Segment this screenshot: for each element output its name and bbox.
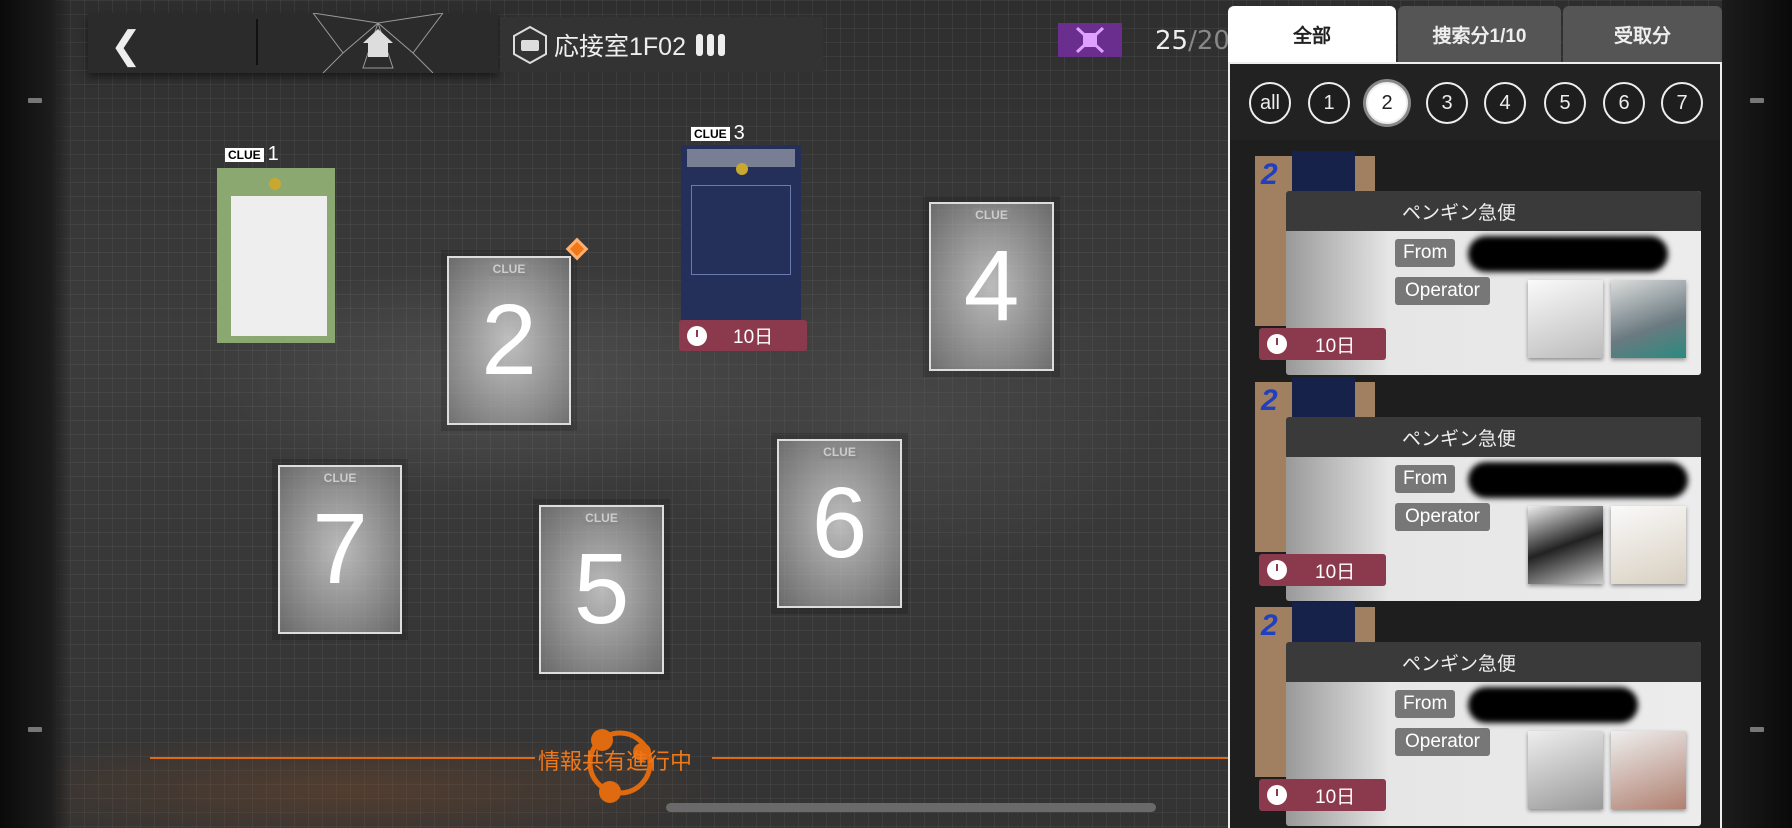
operator-portrait <box>1611 731 1686 809</box>
pin-icon <box>736 163 748 175</box>
redacted-name <box>1468 236 1668 272</box>
clue-list-item[interactable]: 2 ペンギン急便 From Operator 10日 <box>1230 151 1724 376</box>
blueprint-diagram <box>691 185 791 275</box>
power-level-icon <box>695 33 725 56</box>
drone-icon[interactable] <box>1058 23 1122 57</box>
filter-7[interactable]: 7 <box>1661 82 1703 124</box>
room-name: 応接室1F02 <box>554 32 686 61</box>
filter-6[interactable]: 6 <box>1603 82 1645 124</box>
clue-list-panel: all 1 2 3 4 5 6 7 2 ペンギン急便 From Operator… <box>1228 62 1722 828</box>
divider <box>256 19 258 65</box>
redacted-name <box>1468 687 1638 723</box>
operator-portrait <box>1528 731 1603 809</box>
drone-count: 25/20 <box>1155 26 1230 56</box>
clock-icon <box>687 325 707 346</box>
clock-icon <box>1267 334 1287 354</box>
share-network-icon <box>587 729 653 803</box>
clue-timer: 10日 <box>1259 554 1386 586</box>
clock-icon <box>1267 560 1287 580</box>
blueprint-header <box>687 149 795 167</box>
filter-3[interactable]: 3 <box>1426 82 1468 124</box>
sharing-status: 情報共有進行中 <box>538 749 693 774</box>
clue-timer: 10日 <box>1259 328 1386 360</box>
status-line <box>712 757 1232 759</box>
right-edge <box>1722 0 1792 828</box>
lab-report-doc <box>231 196 327 336</box>
clue-1-card[interactable] <box>217 168 335 343</box>
clue-3-timer: 10日 <box>679 320 807 351</box>
sender-title: ペンギン急便 <box>1286 642 1701 682</box>
tab-all[interactable]: 全部 <box>1228 6 1396 62</box>
operator-portrait <box>1528 280 1603 358</box>
filter-4[interactable]: 4 <box>1484 82 1526 124</box>
home-icon <box>312 13 444 73</box>
sender-title: ペンギン急便 <box>1286 417 1701 457</box>
sofa-icon <box>513 25 547 64</box>
edge-mark <box>1750 727 1764 732</box>
home-button[interactable] <box>303 13 453 73</box>
back-button[interactable]: ❮ <box>110 25 142 67</box>
from-label: From <box>1395 690 1456 718</box>
operator-portrait <box>1611 280 1686 358</box>
operator-label: Operator <box>1395 503 1490 531</box>
filter-all[interactable]: all <box>1249 82 1291 124</box>
left-edge <box>0 0 72 828</box>
clock-icon <box>1267 785 1287 805</box>
filter-5[interactable]: 5 <box>1544 82 1586 124</box>
from-label: From <box>1395 239 1456 267</box>
operator-portrait <box>1611 506 1686 584</box>
clue-3-card[interactable] <box>681 145 801 320</box>
clue-list-item[interactable]: 2 ペンギン急便 From Operator 10日 <box>1230 377 1724 602</box>
filter-2[interactable]: 2 <box>1366 82 1408 124</box>
operator-portrait <box>1528 506 1603 584</box>
clue-filter-row: all 1 2 3 4 5 6 7 <box>1230 64 1720 140</box>
horizontal-scrollbar[interactable] <box>666 803 1156 812</box>
sender-title: ペンギン急便 <box>1286 191 1701 231</box>
tab-searched[interactable]: 捜索分1/10 <box>1398 6 1561 62</box>
operator-label: Operator <box>1395 277 1490 305</box>
top-nav: ❮ <box>88 13 498 73</box>
from-label: From <box>1395 465 1456 493</box>
pin-icon <box>269 178 281 190</box>
redacted-name <box>1468 462 1688 498</box>
edge-mark <box>28 727 42 732</box>
edge-mark <box>1750 98 1764 103</box>
operator-label: Operator <box>1395 728 1490 756</box>
room-title: 応接室1F02 <box>500 17 823 72</box>
status-line <box>150 757 535 759</box>
filter-1[interactable]: 1 <box>1308 82 1350 124</box>
tab-received[interactable]: 受取分 <box>1563 6 1722 62</box>
clue-list-item[interactable]: 2 ペンギン急便 From Operator 10日 <box>1230 602 1724 827</box>
edge-mark <box>28 98 42 103</box>
clue-timer: 10日 <box>1259 779 1386 811</box>
clue-info: ペンギン急便 From Operator <box>1286 191 1701 375</box>
